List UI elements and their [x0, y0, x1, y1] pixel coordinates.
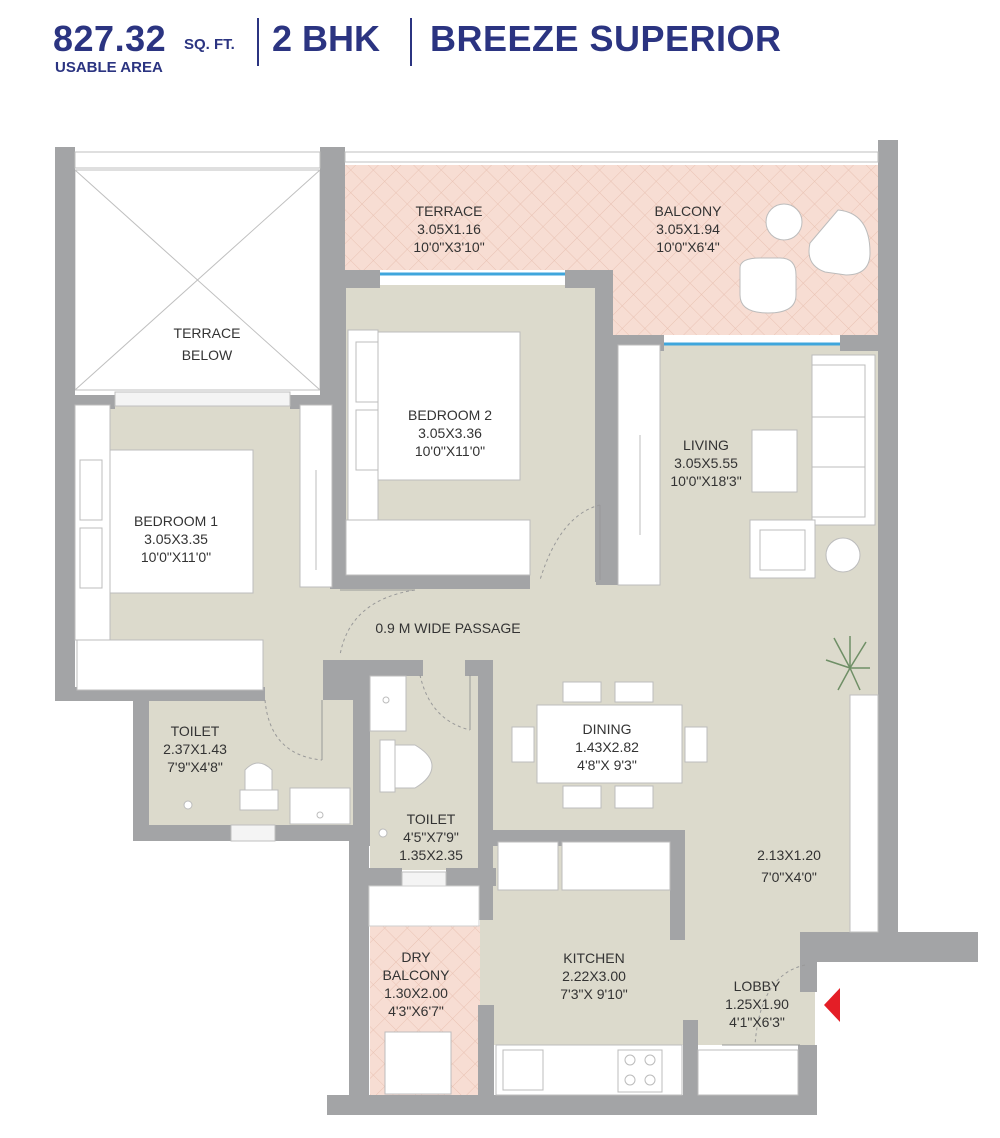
terrace-deck: [345, 165, 610, 270]
toilet-fixtures: [183, 675, 433, 838]
header-divider: [410, 18, 412, 66]
usable-area-value: 827.32: [53, 18, 167, 59]
usable-area-unit: SQ. FT.: [184, 36, 235, 53]
living-furniture: [617, 203, 876, 586]
usable-area-caption: USABLE AREA: [55, 59, 163, 76]
door-leaves: [321, 505, 800, 1046]
header-divider: [257, 18, 259, 66]
bedroom2-furniture: [345, 329, 531, 576]
bhk-type: 2 BHK: [272, 18, 381, 59]
floor-kitchen-lobby: [480, 935, 815, 1045]
walls: [55, 140, 978, 1115]
glazing: [74, 151, 879, 933]
plant-icon: [825, 636, 870, 691]
door-swing-icon: [264, 504, 806, 1046]
plan-header: 827.32 SQ. FT. USABLE AREA 2 BHK BREEZE …: [0, 0, 1000, 90]
bedroom1-furniture: [74, 404, 333, 691]
dining-table: [511, 681, 708, 809]
room-label-passage: 0.9 M WIDE PASSAGE: [375, 620, 521, 636]
entry-arrow-icon: [824, 988, 840, 1022]
unit-model-name: BREEZE SUPERIOR: [430, 18, 782, 59]
kitchen-fixtures: [384, 841, 799, 1096]
